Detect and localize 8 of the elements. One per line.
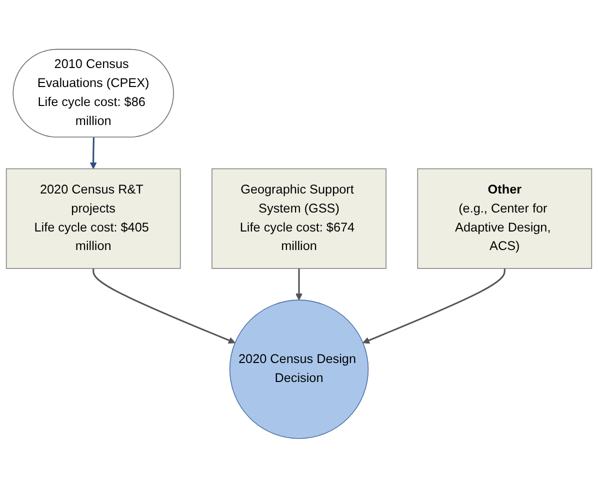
arrow <box>90 137 97 169</box>
node-box: Other (e.g., Center for Adaptive Design, ACS) <box>417 168 592 268</box>
arrow <box>362 268 506 344</box>
arrow <box>296 268 302 300</box>
arrow <box>92 268 236 344</box>
node-box: 2020 Census R&T projects Life cycle cost: $405 million <box>6 168 181 268</box>
node-circle: 2020 Census Design Decision <box>229 299 369 438</box>
node-box: Geographic Support System (GSS) Life cycle cost: $674 million <box>212 168 386 268</box>
